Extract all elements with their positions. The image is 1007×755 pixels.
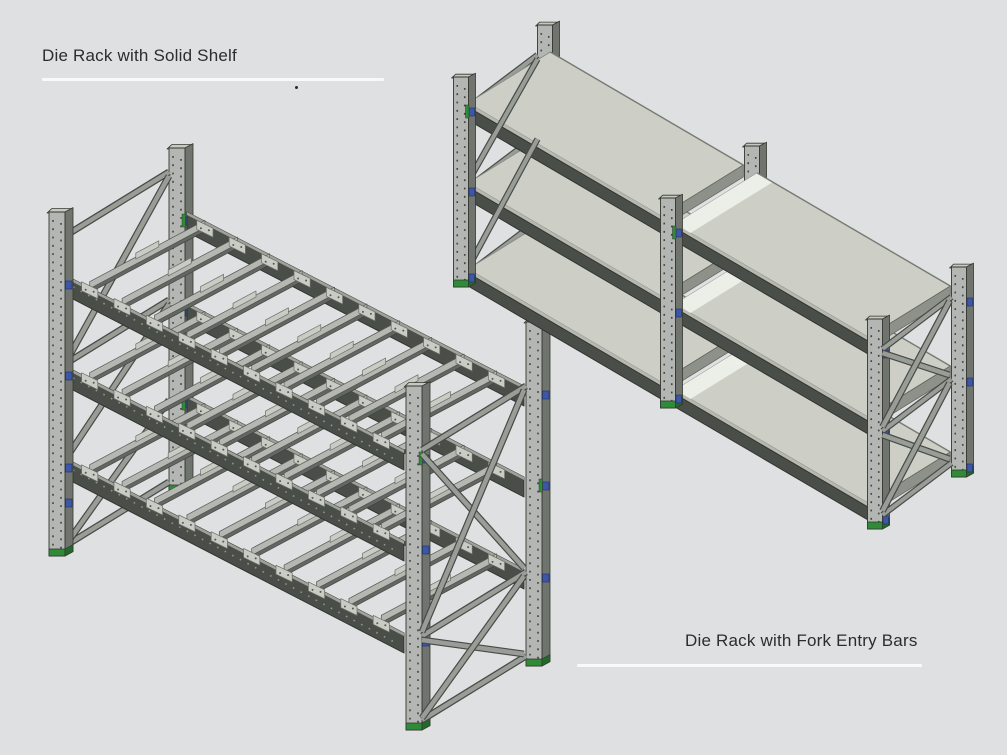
solid-shelf-label: Die Rack with Solid Shelf [42, 46, 237, 65]
fork-entry-label: Die Rack with Fork Entry Bars [685, 631, 918, 650]
speck-artifact [295, 86, 298, 89]
solid-shelf-rack-drawing [451, 20, 974, 530]
fork-entry-underline [577, 664, 922, 667]
solid-shelf-underline [42, 78, 384, 81]
fork-entry-rack-drawing [46, 143, 551, 731]
